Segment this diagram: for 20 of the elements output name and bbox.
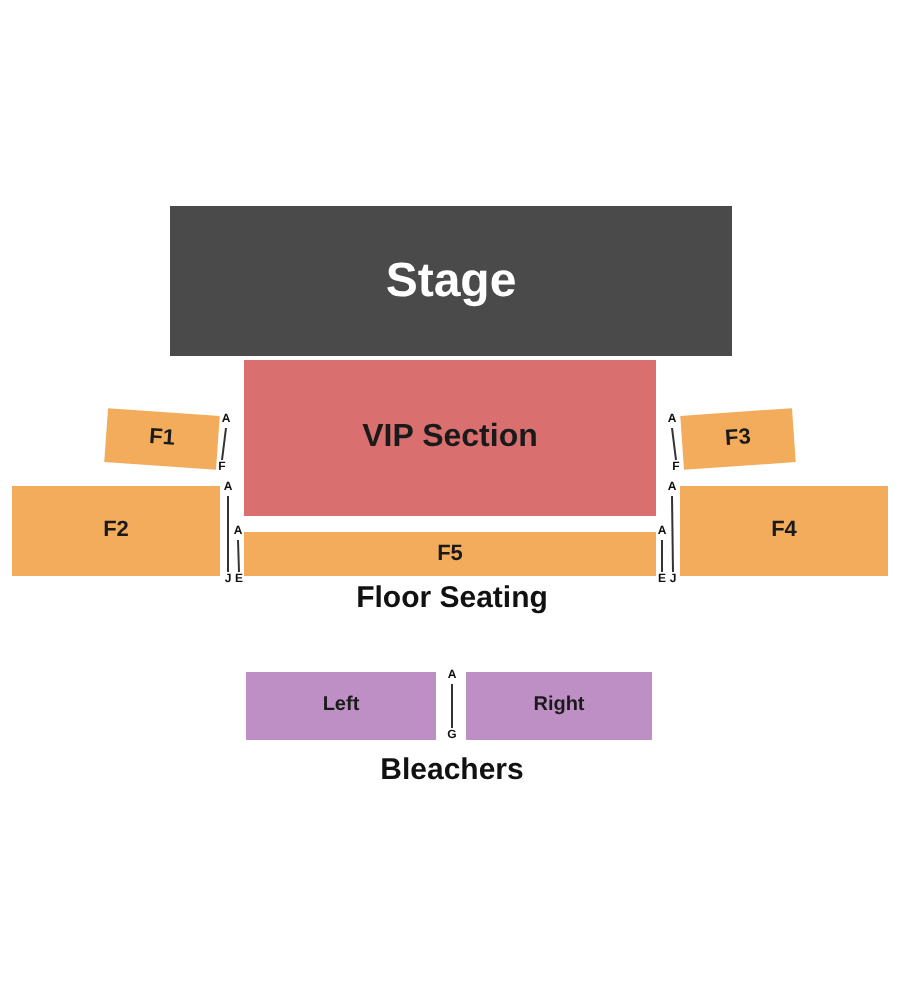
section-label: F2 <box>103 520 129 542</box>
section-label: F1 <box>148 427 176 451</box>
section-label: F4 <box>771 520 797 542</box>
stage-label: Stage <box>385 257 517 305</box>
section-label: F3 <box>724 427 752 451</box>
area-heading: Floor Seating <box>356 583 548 613</box>
area-heading: Bleachers <box>380 755 524 785</box>
section-label: Right <box>533 696 585 716</box>
seating-section <box>680 486 888 576</box>
section-label: VIP Section <box>362 422 538 454</box>
vip-section-block <box>244 360 656 516</box>
seating-section <box>244 532 656 576</box>
seating-section <box>12 486 220 576</box>
stage-block <box>170 206 732 356</box>
section-label: F5 <box>437 543 463 565</box>
seating-section <box>680 408 796 470</box>
section-label: Left <box>322 696 360 716</box>
bleacher-section <box>466 672 652 740</box>
seating-section <box>104 408 220 470</box>
bleacher-section <box>246 672 436 740</box>
